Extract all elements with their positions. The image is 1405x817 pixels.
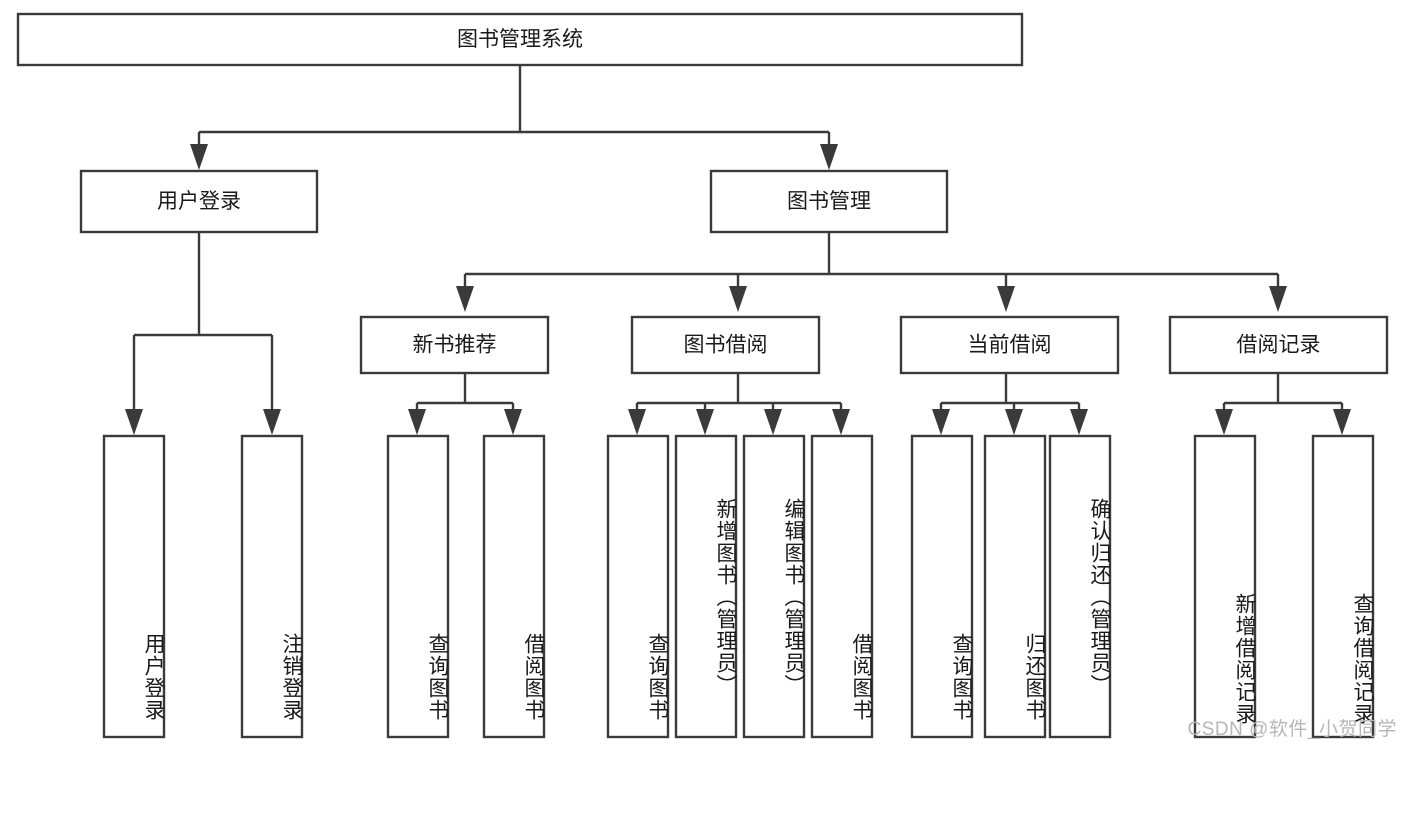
node-box-book-manage[interactable] [709,169,949,234]
node-box-leaf-query-book-1[interactable] [386,434,450,739]
arrow-heads [125,144,1351,435]
arrow-head-icon [832,409,850,435]
node-box-leaf-user-login[interactable] [102,434,166,739]
node-box-user-login[interactable] [79,169,319,234]
node-box-current-borrow[interactable] [899,315,1120,375]
node-label-book-borrow: 图书借阅 [684,334,768,357]
node-label-root: 图书管理系统 [457,28,583,51]
arrow-head-icon [1005,409,1023,435]
arrow-head-icon [190,144,208,170]
node-box-leaf-borrow-book-2[interactable] [810,434,874,739]
node-box-borrow-record[interactable] [1168,315,1389,375]
arrow-head-icon [997,286,1015,312]
node-box-leaf-add-borrow-record[interactable] [1193,434,1257,739]
node-box-leaf-edit-book-admin[interactable] [742,434,806,739]
node-label-new-book-recommend: 新书推荐 [413,334,497,357]
arrow-head-icon [125,409,143,435]
node-box-leaf-borrow-book-1[interactable] [482,434,546,739]
diagram-canvas: 图书管理系统用户登录图书管理新书推荐图书借阅当前借阅借阅记录 用户登录注销登录查… [16,12,1397,740]
arrow-head-icon [408,409,426,435]
node-box-new-book-recommend[interactable] [359,315,550,375]
node-box-leaf-query-book-3[interactable] [910,434,974,739]
arrow-head-icon [820,144,838,170]
arrow-head-icon [1333,409,1351,435]
arrow-head-icon [696,409,714,435]
arrow-head-icon [764,409,782,435]
arrow-head-icon [932,409,950,435]
node-label-borrow-record: 借阅记录 [1237,334,1321,357]
node-box-book-borrow[interactable] [630,315,821,375]
node-box-leaf-add-book-admin[interactable] [674,434,738,739]
arrow-head-icon [628,409,646,435]
arrow-head-icon [1269,286,1287,312]
arrow-head-icon [263,409,281,435]
node-label-current-borrow: 当前借阅 [968,334,1052,357]
node-box-leaf-return-book[interactable] [983,434,1047,739]
arrow-head-icon [729,286,747,312]
node-box-leaf-confirm-return-admin[interactable] [1048,434,1112,739]
arrow-head-icon [504,409,522,435]
node-label-user-login: 用户登录 [157,190,241,213]
arrow-head-icon [1070,409,1088,435]
node-box-leaf-logout-login[interactable] [240,434,304,739]
arrow-head-icon [456,286,474,312]
node-box-leaf-query-book-2[interactable] [606,434,670,739]
watermark-text: CSDN @软件_小贺同学 [1187,719,1397,740]
node-label-book-manage: 图书管理 [787,190,871,213]
arrow-head-icon [1215,409,1233,435]
node-box-leaf-query-borrow-record[interactable] [1311,434,1375,739]
node-box-root[interactable] [16,12,1024,67]
